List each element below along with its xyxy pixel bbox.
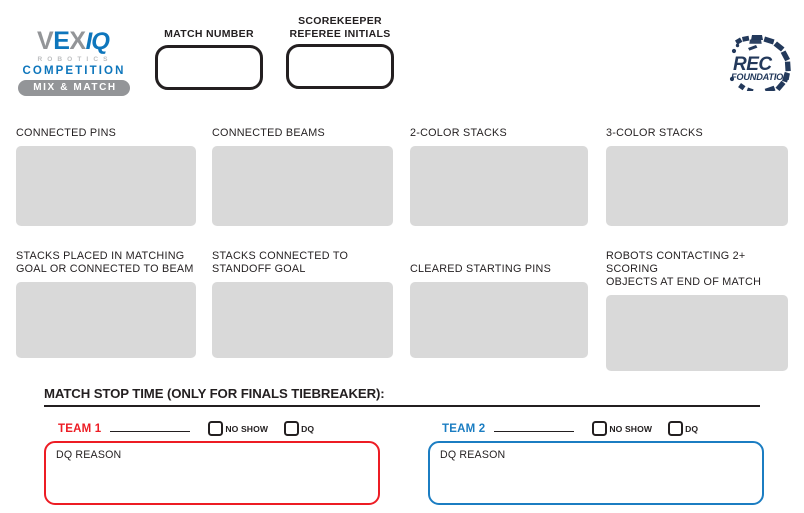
match-number-label: MATCH NUMBER xyxy=(164,28,254,40)
team-2-label: TEAM 2 xyxy=(442,422,486,435)
score-field-input[interactable] xyxy=(212,282,393,358)
team-2-no-show-checkbox[interactable]: NO SHOW xyxy=(592,421,652,436)
score-field-label: STACKS PLACED IN MATCHING GOAL OR CONNEC… xyxy=(16,250,194,275)
team-1-no-show-label: NO SHOW xyxy=(225,423,269,434)
checkbox-icon[interactable] xyxy=(668,421,684,436)
match-stop-time-title: MATCH STOP TIME (ONLY FOR FINALS TIEBREA… xyxy=(44,386,385,401)
score-field-2-color-stacks: 2-COLOR STACKS xyxy=(410,127,588,226)
match-stop-time-divider xyxy=(44,405,760,407)
vex-wordmark: VEXIQ xyxy=(14,28,132,55)
rec-foundation-logo: REC FOUNDATION xyxy=(722,33,794,91)
team-1-dq-reason-label: DQ REASON xyxy=(56,449,122,461)
score-field-input[interactable] xyxy=(212,146,393,226)
rec-logo-secondary-text: FOUNDATION xyxy=(731,72,790,82)
team-2-block: TEAM 2 NO SHOW DQ DQ REASON xyxy=(428,420,764,505)
score-field-input[interactable] xyxy=(410,282,588,358)
vex-letter-v: V xyxy=(37,27,54,55)
team-1-no-show-checkbox[interactable]: NO SHOW xyxy=(208,421,268,436)
score-field-label: CLEARED STARTING PINS xyxy=(410,263,552,275)
score-field-stacks-placed-in-matching-goal: STACKS PLACED IN MATCHING GOAL OR CONNEC… xyxy=(16,250,196,358)
team-2-row: TEAM 2 NO SHOW DQ xyxy=(442,420,764,437)
score-field-label: STACKS CONNECTED TO STANDOFF GOAL xyxy=(212,250,349,275)
score-field-input[interactable] xyxy=(16,146,196,226)
vex-letter-e: E xyxy=(53,27,70,55)
score-field-label: 2-COLOR STACKS xyxy=(410,127,507,139)
score-field-connected-pins: CONNECTED PINS xyxy=(16,127,196,226)
score-field-input[interactable] xyxy=(606,146,788,226)
checkbox-icon[interactable] xyxy=(592,421,608,436)
rec-foundation-gear-icon: REC FOUNDATION xyxy=(729,35,791,91)
score-field-label: CONNECTED PINS xyxy=(16,127,117,139)
vex-robotics-text: ROBOTICS xyxy=(37,56,113,63)
score-field-3-color-stacks: 3-COLOR STACKS xyxy=(606,127,788,226)
score-field-label: 3-COLOR STACKS xyxy=(606,127,703,139)
match-number-field: MATCH NUMBER xyxy=(155,28,263,90)
match-number-input[interactable] xyxy=(155,44,263,90)
team-1-label: TEAM 1 xyxy=(58,422,102,435)
rec-logo-primary-text: REC xyxy=(733,54,772,75)
team-2-dq-reason-input[interactable]: DQ REASON xyxy=(428,441,764,505)
team-1-dq-reason-input[interactable]: DQ REASON xyxy=(44,441,380,505)
match-stop-time-section: MATCH STOP TIME (ONLY FOR FINALS TIEBREA… xyxy=(44,386,760,407)
checkbox-icon[interactable] xyxy=(208,421,224,436)
team-2-dq-reason-label: DQ REASON xyxy=(440,449,506,461)
team-1-row: TEAM 1 NO SHOW DQ xyxy=(58,420,380,437)
team-2-dq-checkbox[interactable]: DQ xyxy=(668,421,698,436)
vex-mix-and-match-badge: MIX & MATCH xyxy=(18,80,130,96)
checkbox-icon[interactable] xyxy=(284,421,300,436)
scorekeeper-referee-initials-label: SCOREKEEPER REFEREE INITIALS xyxy=(289,15,391,40)
score-field-input[interactable] xyxy=(410,146,588,226)
team-1-dq-label: DQ xyxy=(301,423,315,434)
scorekeeper-referee-initials-field: SCOREKEEPER REFEREE INITIALS xyxy=(286,15,394,89)
score-field-cleared-starting-pins: CLEARED STARTING PINS xyxy=(410,263,588,358)
score-field-label: ROBOTS CONTACTING 2+ SCORING OBJECTS AT … xyxy=(606,250,762,288)
vex-competition-text: COMPETITION xyxy=(22,65,126,77)
team-2-number-input[interactable] xyxy=(494,430,575,432)
team-2-dq-label: DQ xyxy=(685,423,699,434)
score-field-stacks-connected-to-standoff-goal: STACKS CONNECTED TO STANDOFF GOAL xyxy=(212,250,393,358)
vex-iq-competition-logo: VEXIQ ROBOTICS COMPETITION MIX & MATCH xyxy=(14,28,132,96)
score-field-connected-beams: CONNECTED BEAMS xyxy=(212,127,393,226)
team-1-block: TEAM 1 NO SHOW DQ DQ REASON xyxy=(44,420,380,505)
team-1-number-input[interactable] xyxy=(110,430,191,432)
team-1-dq-checkbox[interactable]: DQ xyxy=(284,421,314,436)
scorekeeper-referee-initials-input[interactable] xyxy=(286,44,394,89)
score-field-input[interactable] xyxy=(16,282,196,358)
vex-letter-x: X xyxy=(69,27,86,55)
vex-letters-iq: IQ xyxy=(85,28,110,55)
team-2-no-show-label: NO SHOW xyxy=(609,423,653,434)
score-field-label: CONNECTED BEAMS xyxy=(212,127,325,139)
form-header: VEXIQ ROBOTICS COMPETITION MIX & MATCH M… xyxy=(0,0,804,112)
score-field-robots-contacting-scoring-objects: ROBOTS CONTACTING 2+ SCORING OBJECTS AT … xyxy=(606,250,788,371)
score-field-input[interactable] xyxy=(606,295,788,371)
